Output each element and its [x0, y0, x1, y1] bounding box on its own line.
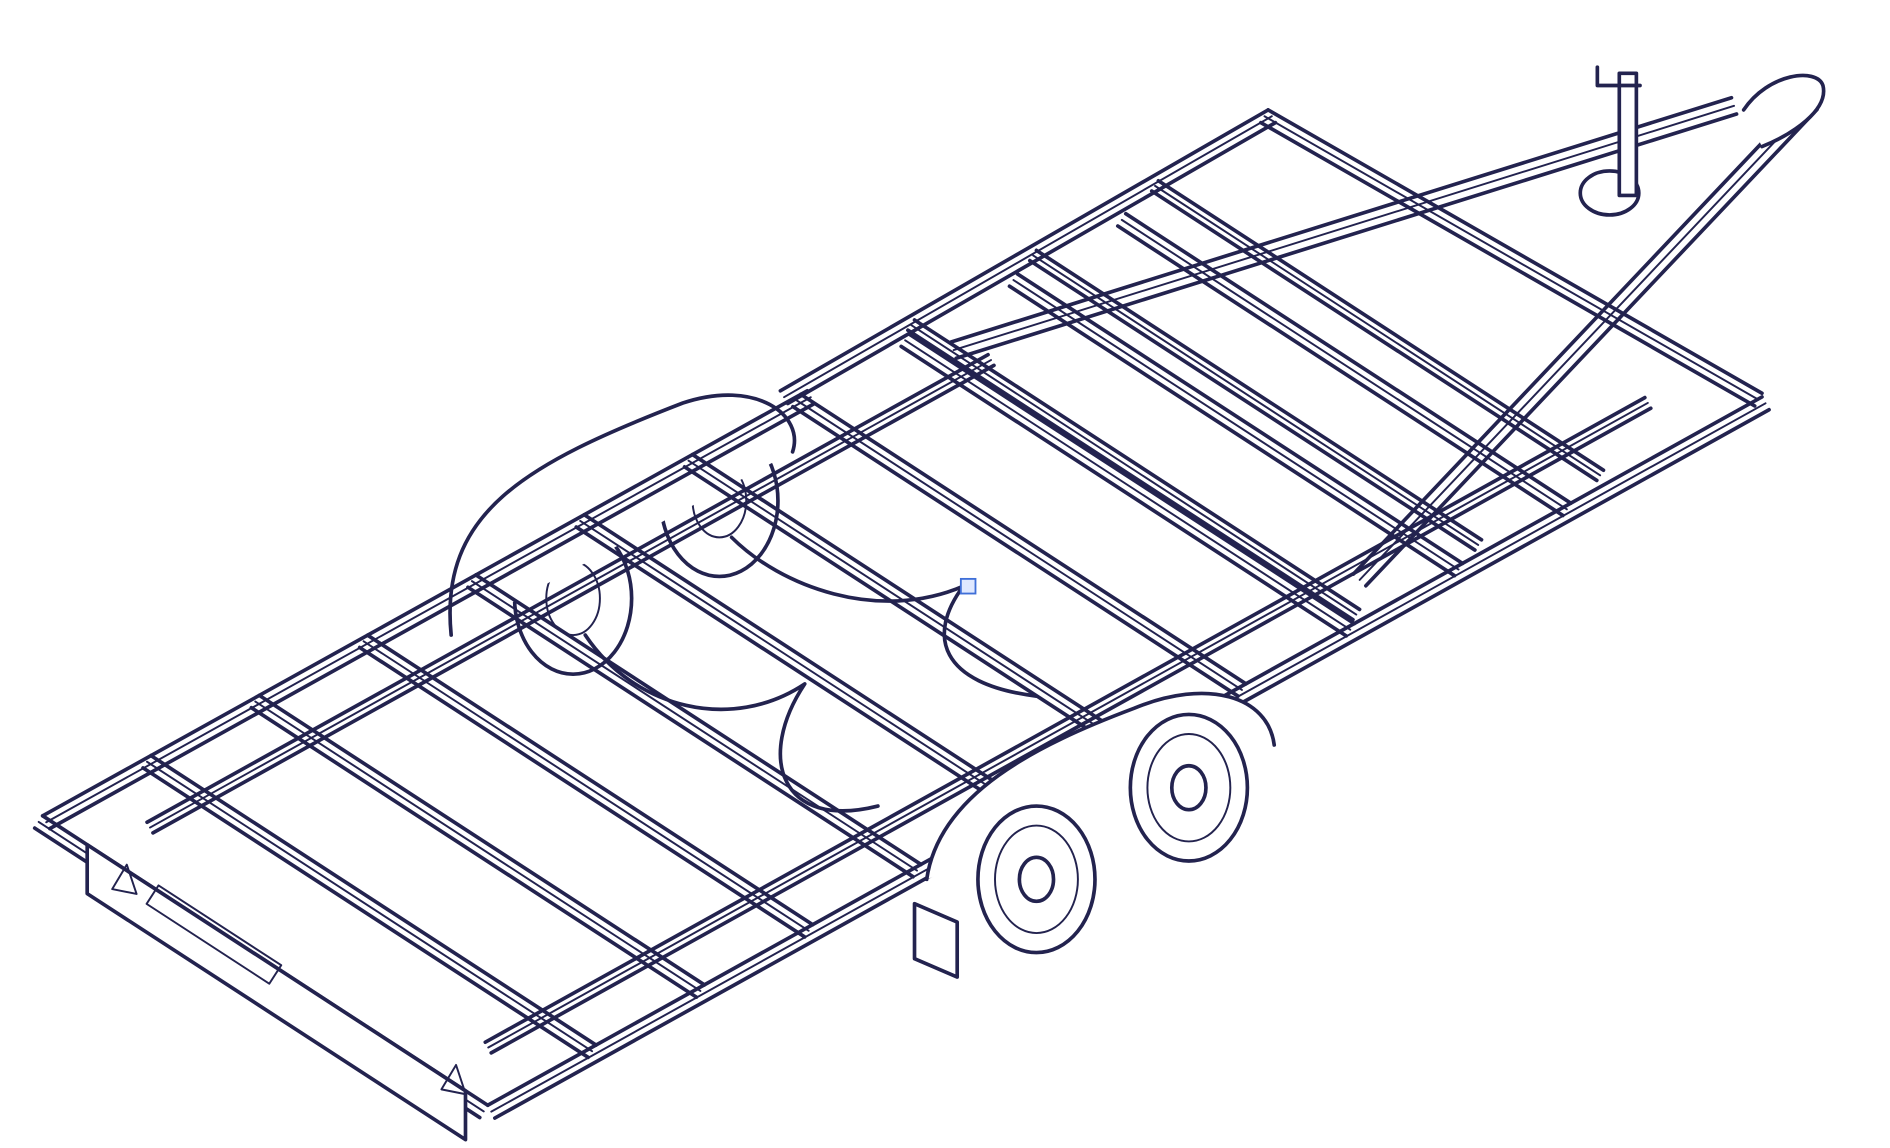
cross-member [799, 392, 1248, 686]
front-platform-front-rail [1259, 120, 1757, 408]
jack-handle [1595, 65, 1642, 88]
front-cross-member [1032, 254, 1480, 546]
wheel-rim [994, 824, 1079, 935]
front-platform-left-rail [783, 115, 1273, 399]
inner-right-rail [483, 395, 1647, 1045]
cross-member [907, 332, 1357, 626]
brake-cable [729, 535, 1039, 698]
cross-member [579, 519, 1027, 812]
cross-member [574, 525, 1024, 819]
front-cross-member [1034, 248, 1484, 542]
cross-member [249, 705, 699, 999]
drawbar-left-beam [949, 95, 1734, 344]
mud-flap [912, 901, 960, 979]
inner-right-rail [487, 401, 1649, 1049]
cross-member [141, 766, 590, 1060]
cross-member [904, 339, 1352, 631]
cross-member [365, 633, 815, 927]
left-side-rail [45, 396, 812, 824]
inner-left-rail [151, 363, 996, 835]
cross-member [254, 700, 702, 992]
drawbar-right-beam [1351, 95, 1807, 576]
selection-handle[interactable] [959, 577, 977, 595]
front-platform-front-rail [1266, 108, 1764, 396]
cross-member [1015, 272, 1465, 566]
front-platform-front-rail [1263, 115, 1760, 401]
left-side-rail [40, 388, 810, 818]
cross-member [257, 693, 707, 987]
drawbar-left-beam [952, 104, 1736, 352]
rear-light-bar [85, 842, 468, 1142]
inner-right-rail [489, 406, 1653, 1055]
wheel-rim [1146, 733, 1232, 843]
cross-member [1123, 211, 1573, 505]
near-side-wheels [912, 691, 1277, 979]
front-cross-member [910, 324, 1358, 616]
drawbar-left-beam [954, 112, 1739, 361]
front-cross-member [1156, 178, 1606, 473]
wheel-hub [1169, 763, 1208, 812]
cross-member [362, 640, 810, 932]
warning-triangle-left [111, 863, 138, 895]
cross-member [795, 399, 1243, 691]
logo-plate [145, 884, 283, 985]
front-cross-member [912, 318, 1362, 612]
cross-member [149, 753, 598, 1047]
brake-cable [583, 633, 880, 813]
cross-member [470, 580, 918, 872]
cross-member [899, 344, 1349, 638]
front-cross-member [1027, 258, 1477, 552]
cross-member [1120, 218, 1568, 511]
cross-member [582, 512, 1032, 807]
trailer-frame [32, 108, 1771, 1142]
front-cross-member [906, 328, 1355, 622]
coupling-head [1741, 73, 1826, 149]
left-side-rail [47, 401, 817, 831]
cross-member [146, 760, 594, 1053]
front-cross-member [1154, 184, 1602, 477]
drawbar-right-beam [1364, 107, 1819, 588]
cross-member [357, 645, 807, 939]
drawbar-right-beam [1358, 102, 1812, 581]
wheel-hub [1017, 855, 1056, 904]
front-platform-left-rail [778, 108, 1270, 393]
cross-member [687, 459, 1135, 752]
inner-left-rail [149, 359, 992, 829]
jack-post [1617, 71, 1639, 198]
cross-member [1115, 224, 1565, 518]
warning-triangle-right [440, 1063, 467, 1096]
cross-member [466, 585, 915, 879]
cross-member [1007, 284, 1457, 578]
drawbar-assembly [949, 65, 1826, 588]
cross-member [474, 573, 923, 867]
cross-member [682, 465, 1132, 759]
inner-left-rail [145, 352, 990, 825]
cross-member [1012, 279, 1460, 571]
front-cross-member [1149, 189, 1599, 483]
cross-member [791, 404, 1240, 698]
